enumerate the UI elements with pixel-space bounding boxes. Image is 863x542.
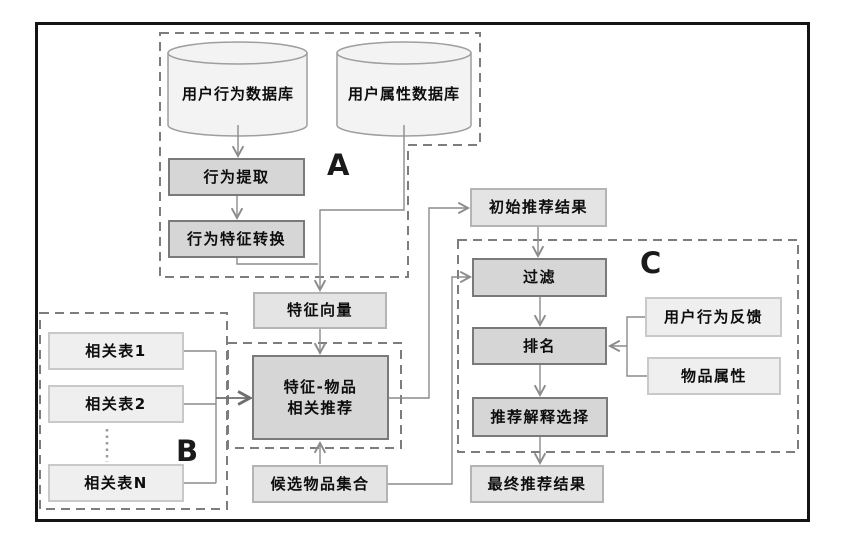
group-a-outline [159,32,481,278]
node-feature-item-recommendation: 特征-物品 相关推荐 [252,355,389,440]
feature-item-rec-line2: 相关推荐 [287,398,354,417]
group-a-label: A [327,148,350,182]
node-user-behavior-feedback: 用户行为反馈 [645,297,782,337]
node-behavior-extraction: 行为提取 [168,158,305,196]
group-c-outline [457,239,799,453]
group-c-label: C [640,246,662,280]
user-attribute-db-cylinder-icon [336,41,472,137]
node-feature-vector: 特征向量 [253,292,387,329]
node-related-table-2: 相关表2 [48,385,184,423]
connector-candidates-to-filter [388,270,473,485]
node-related-table-n: 相关表N [48,464,184,502]
node-item-attribute: 物品属性 [647,357,781,395]
diagram-border-frame [35,22,810,522]
connector-conversion-join [236,258,318,265]
node-final-result: 最终推荐结果 [470,465,604,503]
node-candidate-item-set: 候选物品集合 [252,465,388,503]
user-behavior-db-cylinder-icon [167,41,308,137]
node-user-attribute-db: 用户属性数据库 [347,84,460,103]
connector-attributedb-to-featurevector [313,125,405,293]
connector-featureitem-to-initial [389,201,471,399]
feature-item-rec-line1: 特征-物品 [283,378,358,397]
node-related-table-1: 相关表1 [48,332,184,370]
node-explanation-selection: 推荐解释选择 [472,397,608,437]
node-user-behavior-db: 用户行为数据库 [181,84,294,103]
group-b-label: B [176,434,199,468]
node-behavior-feature-conversion: 行为特征转换 [168,220,305,258]
node-filter: 过滤 [472,258,607,297]
node-ranking: 排名 [472,327,607,365]
node-initial-result: 初始推荐结果 [470,188,607,227]
connector-feedback-bracket [626,316,647,377]
